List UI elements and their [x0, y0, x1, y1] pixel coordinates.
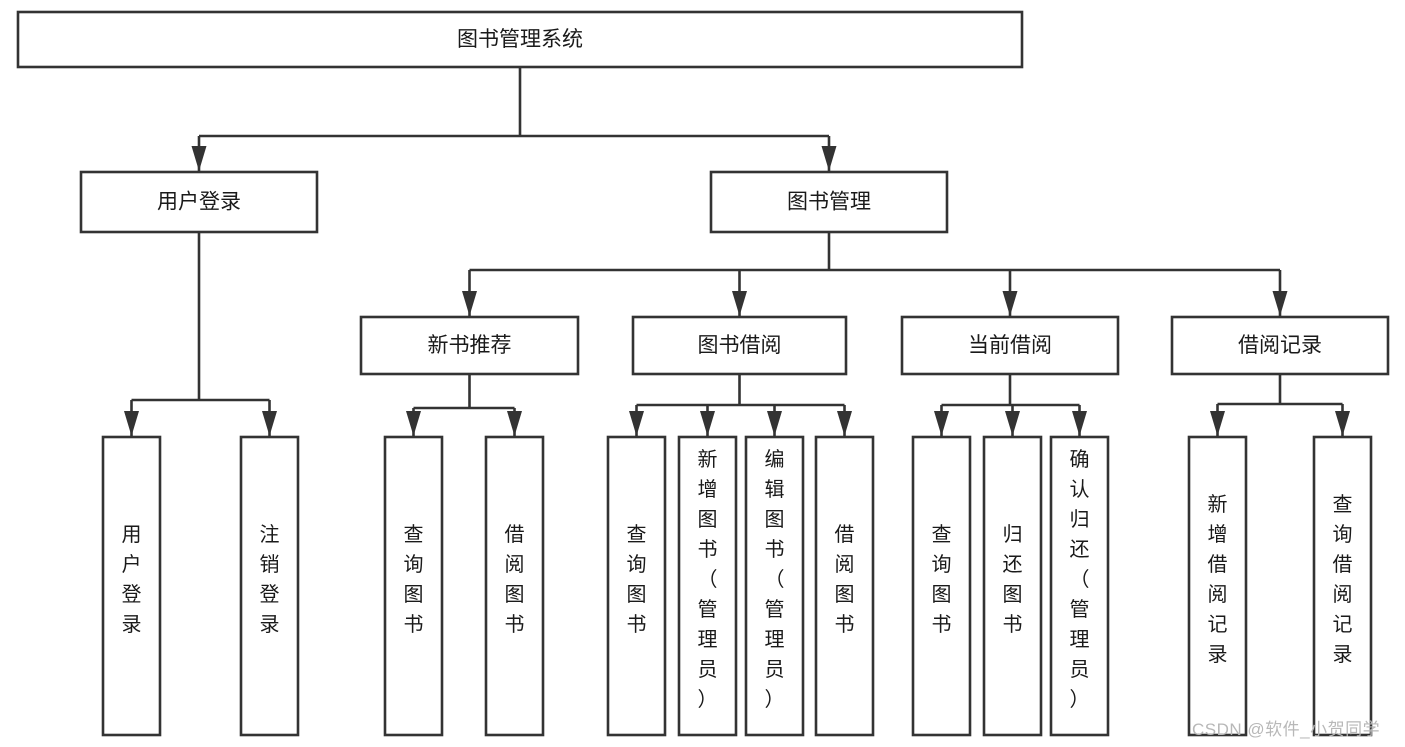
leaf-node-9[interactable]: 查询图书	[911, 435, 972, 737]
leaf-node-10-label: 归还图书	[1003, 523, 1023, 636]
leaf-node-1[interactable]: 用户登录	[101, 435, 162, 737]
leaf-node-12-label: 新增借阅记录	[1208, 493, 1228, 666]
root-node-book-management-system[interactable]: 图书管理系统	[16, 10, 1024, 69]
level3-node-1[interactable]: 新书推荐	[359, 315, 580, 376]
level3-node-2-label: 图书借阅	[698, 334, 782, 357]
level3-node-4-rect[interactable]	[1170, 315, 1390, 376]
leaf-node-2[interactable]: 注销登录	[239, 435, 300, 737]
level3-node-2[interactable]: 图书借阅	[631, 315, 848, 376]
leaf-node-4-rect[interactable]	[484, 435, 545, 737]
leaf-node-3[interactable]: 查询图书	[383, 435, 444, 737]
leaf-node-6-label: 新增图书（管理员）	[698, 448, 718, 711]
leaf-node-2-label: 注销登录	[260, 523, 280, 636]
level3-node-3-label: 当前借阅	[968, 334, 1052, 357]
leaf-node-11[interactable]: 确认归还（管理员）	[1049, 435, 1110, 737]
level3-node-4[interactable]: 借阅记录	[1170, 315, 1390, 376]
leaf-node-11-label: 确认归还（管理员）	[1070, 448, 1090, 711]
leaf-node-12-rect[interactable]	[1187, 435, 1248, 737]
leaf-node-3-rect[interactable]	[383, 435, 444, 737]
leaf-node-1-label: 用户登录	[122, 524, 142, 636]
level3-node-3-rect[interactable]	[900, 315, 1120, 376]
leaf-node-2-rect[interactable]	[239, 435, 300, 737]
leaf-node-8-rect[interactable]	[814, 435, 875, 737]
leaf-node-1-rect[interactable]	[101, 435, 162, 737]
level3-node-2-rect[interactable]	[631, 315, 848, 376]
leaf-node-9-rect[interactable]	[911, 435, 972, 737]
root-node-book-management-system-rect[interactable]	[16, 10, 1024, 69]
leaf-node-7[interactable]: 编辑图书（管理员）	[744, 435, 805, 737]
leaf-node-5-label: 查询图书	[627, 523, 647, 636]
leaf-node-7-rect[interactable]	[744, 435, 805, 737]
root-node-book-management-system-label: 图书管理系统	[457, 28, 583, 51]
leaf-node-4-label: 借阅图书	[505, 523, 525, 636]
leaf-node-8-label: 借阅图书	[835, 523, 855, 636]
level2-node-2-rect[interactable]	[709, 170, 949, 234]
level3-node-3[interactable]: 当前借阅	[900, 315, 1120, 376]
leaf-node-10-rect[interactable]	[982, 435, 1043, 737]
leaf-node-12[interactable]: 新增借阅记录	[1187, 435, 1248, 737]
leaf-node-13-label: 查询借阅记录	[1333, 493, 1353, 666]
level2-node-1-label: 用户登录	[157, 191, 241, 214]
level2-node-1-rect[interactable]	[79, 170, 319, 234]
level3-node-1-label: 新书推荐	[428, 334, 512, 357]
level2-node-1[interactable]: 用户登录	[79, 170, 319, 234]
leaf-node-6-rect[interactable]	[677, 435, 738, 737]
level3-node-4-label: 借阅记录	[1238, 334, 1322, 357]
level2-node-2[interactable]: 图书管理	[709, 170, 949, 234]
leaf-node-8[interactable]: 借阅图书	[814, 435, 875, 737]
level2-node-2-label: 图书管理	[787, 191, 871, 214]
leaf-node-13-rect[interactable]	[1312, 435, 1373, 737]
leaf-node-10[interactable]: 归还图书	[982, 435, 1043, 737]
leaf-node-9-label: 查询图书	[932, 523, 952, 636]
leaf-node-3-label: 查询图书	[404, 523, 424, 636]
leaf-node-11-rect[interactable]	[1049, 435, 1110, 737]
leaf-node-7-label: 编辑图书（管理员）	[765, 448, 785, 711]
level3-node-1-rect[interactable]	[359, 315, 580, 376]
leaf-node-13[interactable]: 查询借阅记录	[1312, 435, 1373, 737]
leaf-node-6[interactable]: 新增图书（管理员）	[677, 435, 738, 737]
leaf-node-4[interactable]: 借阅图书	[484, 435, 545, 737]
leaf-node-5-rect[interactable]	[606, 435, 667, 737]
leaf-node-5[interactable]: 查询图书	[606, 435, 667, 737]
